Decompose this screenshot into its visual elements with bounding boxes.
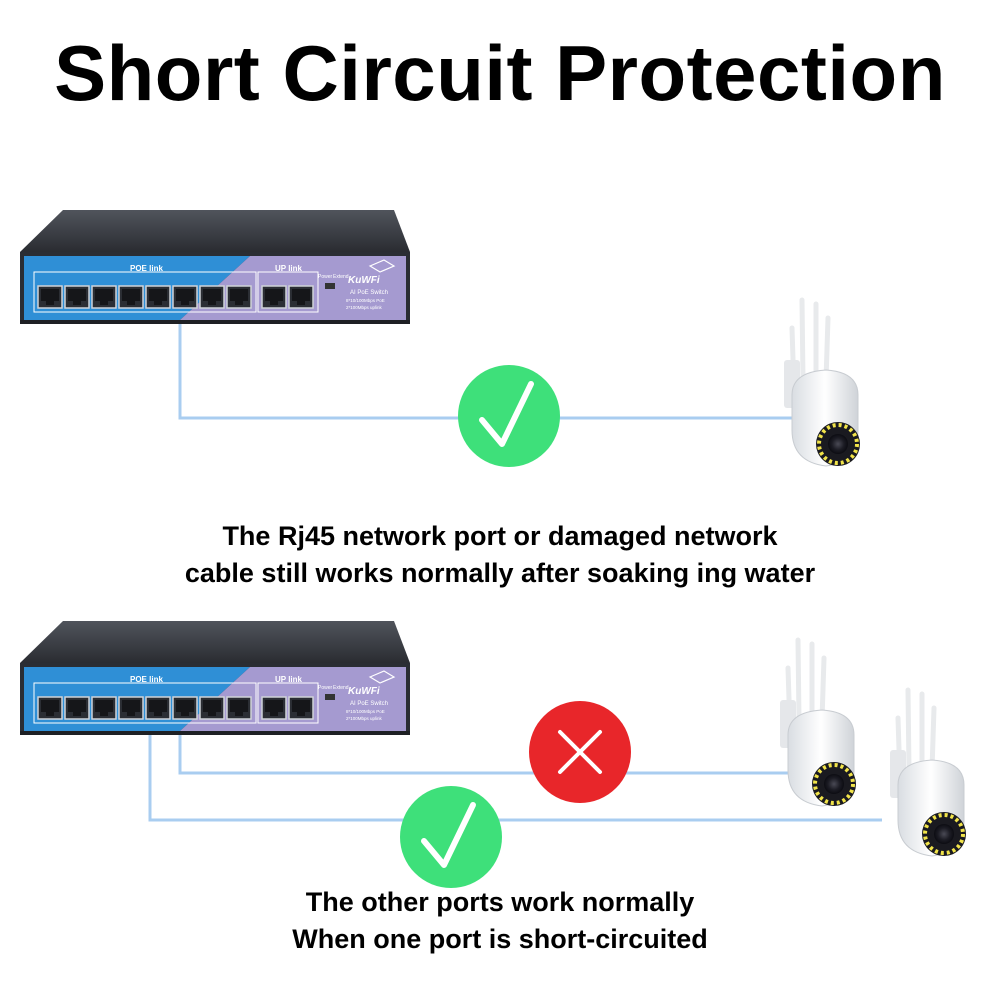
model-label: AI PoE Switch bbox=[350, 701, 388, 707]
spec-line1: 8*10/100Mbps PoE bbox=[346, 709, 385, 714]
uplink-label: UP link bbox=[275, 675, 303, 684]
spec-line2: 2*100Mbps uplink bbox=[346, 716, 383, 721]
switch-icon bbox=[368, 259, 396, 273]
camera-icon bbox=[890, 687, 966, 857]
caption-top-line1: The Rj45 network port or damaged network bbox=[222, 521, 778, 551]
uplink-label: UP link bbox=[275, 264, 303, 273]
extend-switch bbox=[325, 283, 335, 289]
switch-icon bbox=[368, 670, 396, 684]
power-label: Power bbox=[318, 685, 333, 691]
spec-line2: 2*100Mbps uplink bbox=[346, 305, 383, 310]
power-label: Power bbox=[318, 274, 333, 280]
brand-logo: KuWFi bbox=[348, 686, 380, 697]
caption-top: The Rj45 network port or damaged network… bbox=[0, 518, 1000, 592]
extend-switch bbox=[325, 694, 335, 700]
extend-label: Extend bbox=[333, 685, 349, 691]
poe-link-label: POE link bbox=[130, 675, 163, 684]
camera-icon bbox=[784, 297, 860, 467]
poe-switch-bottom: POE link UP link Power Extend KuWFi AI P… bbox=[19, 620, 411, 736]
poe-switch-top: POE link UP link Power Extend KuWFi AI P… bbox=[19, 209, 411, 325]
caption-bottom-line1: The other ports work normally bbox=[305, 887, 695, 917]
poe-link-label: POE link bbox=[130, 264, 163, 273]
spec-line1: 8*10/100Mbps PoE bbox=[346, 298, 385, 303]
cable-faulty bbox=[178, 735, 790, 775]
caption-bottom-line2: When one port is short-circuited bbox=[292, 924, 708, 954]
cable-top bbox=[178, 324, 792, 420]
brand-logo: KuWFi bbox=[348, 275, 380, 286]
caption-top-line2: cable still works normally after soaking… bbox=[184, 558, 816, 588]
camera-icon bbox=[780, 637, 856, 807]
cross-icon bbox=[529, 701, 631, 803]
page-title: Short Circuit Protection bbox=[54, 29, 946, 117]
poe-ports-bottom bbox=[37, 696, 314, 720]
model-label: AI PoE Switch bbox=[350, 290, 388, 296]
caption-bottom: The other ports work normally When one p… bbox=[0, 884, 1000, 958]
extend-label: Extend bbox=[333, 274, 349, 280]
poe-ports-top bbox=[37, 285, 314, 309]
check-icon bbox=[458, 365, 560, 467]
cable-normal bbox=[148, 735, 882, 822]
check-icon bbox=[400, 786, 502, 888]
